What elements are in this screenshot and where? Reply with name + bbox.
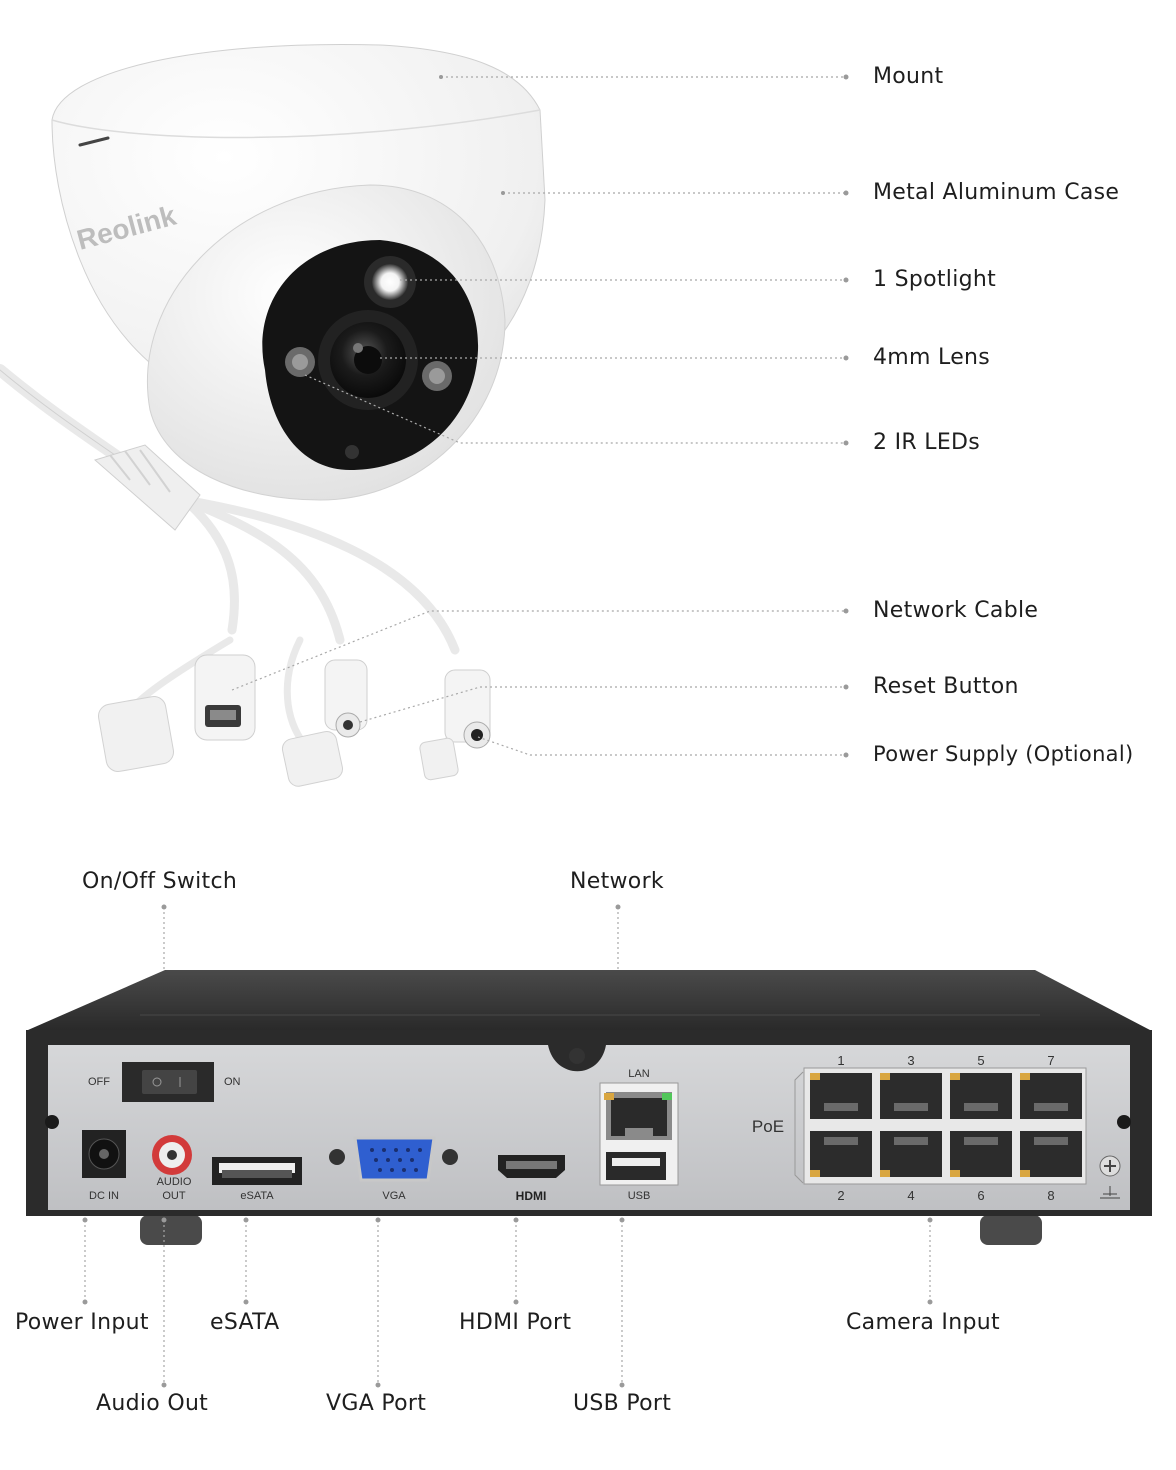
audio-label-line1: AUDIO [157, 1176, 192, 1188]
vga-panel-label: VGA [382, 1190, 406, 1202]
callout-on-off-switch: On/Off Switch [82, 869, 238, 894]
camera-leader-lines [231, 76, 846, 756]
cable-junction [93, 444, 201, 531]
callout-usb-port: USB Port [573, 1391, 672, 1416]
poe-port-number: 2 [837, 1188, 844, 1203]
poe-label: PoE [752, 1117, 784, 1136]
camera-leader-dots [439, 74, 849, 758]
power-connector [444, 669, 491, 749]
network-connector [194, 654, 256, 741]
ir-led-right [422, 361, 452, 391]
esata-port [212, 1157, 302, 1185]
power-switch [122, 1062, 214, 1102]
vga-port [329, 1136, 458, 1182]
light-sensor [345, 445, 359, 459]
callout-network: Network [570, 869, 664, 894]
audio-out-port [152, 1135, 192, 1175]
power-cap [419, 737, 459, 781]
reset-cap [281, 731, 344, 787]
callout-power-supply: Power Supply (Optional) [873, 742, 1134, 766]
switch-off-label: OFF [88, 1076, 110, 1088]
hdmi-port [498, 1155, 565, 1178]
hdmi-panel-label: HDMI [516, 1189, 547, 1203]
spotlight [364, 256, 416, 308]
poe-port-number: 7 [1047, 1053, 1054, 1068]
callout-camera-input: Camera Input [846, 1310, 1000, 1335]
callout-spotlight: 1 Spotlight [873, 267, 997, 292]
poe-port-number: 5 [977, 1053, 984, 1068]
callout-network-cable: Network Cable [873, 598, 1039, 623]
nvr-top [28, 970, 1150, 1030]
callout-lens: 4mm Lens [873, 345, 991, 370]
dc-in-port [82, 1130, 126, 1178]
callout-audio-out: Audio Out [96, 1391, 209, 1416]
network-cap [98, 696, 174, 772]
poe-port-number: 6 [977, 1188, 984, 1203]
poe-port-number: 3 [907, 1053, 914, 1068]
nvr-recorder: OFF ON DC IN AUDIO OUT eSATA [26, 970, 1152, 1245]
nvr-leader-dots [82, 904, 933, 1388]
poe-ports [810, 1073, 1082, 1177]
callout-reset-button: Reset Button [873, 674, 1019, 699]
callout-esata: eSATA [210, 1310, 280, 1335]
poe-port-number: 1 [837, 1053, 844, 1068]
dome-camera: Reolink [0, 44, 546, 787]
dc-in-label: DC IN [89, 1190, 119, 1202]
callout-ir-leds: 2 IR LEDs [873, 430, 981, 455]
audio-label-line2: OUT [162, 1190, 186, 1202]
callout-power-input: Power Input [15, 1310, 149, 1335]
ir-led-left [285, 347, 315, 377]
poe-port-number: 8 [1047, 1188, 1054, 1203]
esata-panel-label: eSATA [240, 1190, 274, 1202]
usb-panel-label: USB [628, 1190, 651, 1202]
callout-metal-case: Metal Aluminum Case [873, 180, 1120, 205]
nvr-leader-lines [84, 907, 931, 1385]
lan-port [604, 1092, 672, 1140]
ground-screw-icon [1099, 1155, 1121, 1199]
callout-mount: Mount [873, 64, 944, 89]
callout-vga-port: VGA Port [326, 1391, 427, 1416]
callout-hdmi-port: HDMI Port [459, 1310, 572, 1335]
lan-label: LAN [628, 1068, 649, 1080]
usb-port [606, 1152, 666, 1180]
lens [318, 310, 418, 410]
poe-port-number: 4 [907, 1188, 914, 1203]
reset-connector [324, 659, 368, 738]
switch-on-label: ON [224, 1076, 241, 1088]
